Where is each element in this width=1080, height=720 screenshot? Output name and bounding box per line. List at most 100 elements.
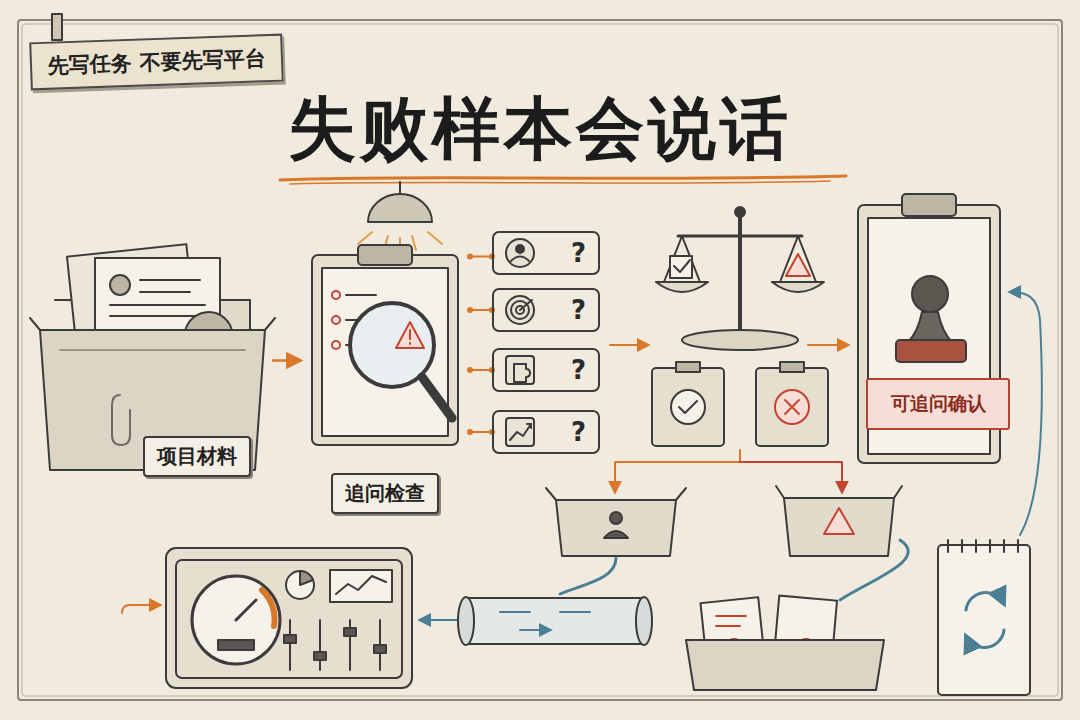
title-underline <box>280 176 846 180</box>
connector-dot <box>467 429 473 435</box>
material-tray <box>60 349 245 351</box>
question-tag: ? <box>492 288 600 332</box>
dashboard <box>374 645 386 653</box>
dashboard <box>286 571 314 599</box>
split-lines <box>615 450 740 492</box>
verdict-clipboards <box>775 390 809 424</box>
confirm-clipboard <box>896 340 966 362</box>
connector-line <box>470 431 492 433</box>
inspection-node: 追问检查 <box>300 238 470 518</box>
tag-icons <box>514 364 530 382</box>
tray-tag: 项目材料 <box>143 436 251 477</box>
tag-icons <box>506 239 534 267</box>
verdict-clipboards <box>756 368 828 446</box>
balance-scale <box>735 207 745 217</box>
balance-scale <box>674 260 690 272</box>
sorting-boxes <box>784 498 894 556</box>
inspection-clipboard <box>422 377 452 418</box>
sorting-boxes <box>546 488 686 500</box>
sorting-boxes <box>610 512 622 524</box>
connector-line <box>470 256 492 258</box>
tag-icons <box>506 296 534 324</box>
pipe-tube <box>458 597 652 645</box>
tag-icons <box>506 239 534 446</box>
tag-icons <box>520 300 532 310</box>
title-underline <box>280 176 846 184</box>
blue-pipes <box>840 540 908 600</box>
tag-icons <box>506 418 534 446</box>
sorting-boxes <box>776 486 902 498</box>
failure-card-tray <box>686 640 884 690</box>
verdict-clipboards <box>652 368 724 446</box>
stamp-card: 可追问确认 <box>866 378 1010 430</box>
title-underline <box>290 181 830 184</box>
dashboard <box>314 652 326 660</box>
inspection-clipboard <box>409 330 411 344</box>
material-tray-node: 项目材料 <box>35 235 273 483</box>
diagram-title: 失败样本会说话 <box>0 84 1080 175</box>
question-mark: ? <box>571 417 586 447</box>
dashboard <box>236 600 256 620</box>
failure-card-tray <box>716 616 746 626</box>
balance-scale <box>678 235 802 238</box>
connector-dot <box>467 254 473 260</box>
connector-dot <box>467 307 473 313</box>
tag-icons <box>527 424 531 428</box>
balance-scale <box>738 212 742 332</box>
sorting-boxes <box>546 486 902 556</box>
confirm-clipboard <box>912 276 948 312</box>
arrows-to-scale <box>610 344 648 346</box>
tag-icons <box>506 356 534 384</box>
review-calendar <box>966 630 1004 648</box>
dashboard <box>284 635 296 643</box>
review-calendar <box>966 592 1004 610</box>
banner-pin <box>52 14 62 40</box>
inspection-clipboard <box>332 316 340 324</box>
lamp <box>358 182 442 252</box>
blue-pipes <box>1010 292 1042 535</box>
verdict-clipboards <box>652 362 828 446</box>
dashboard <box>336 576 386 594</box>
tag-icons <box>516 245 524 253</box>
pipe-tube <box>462 598 648 644</box>
arrows-to-scale <box>808 344 848 346</box>
dashboard <box>262 590 275 626</box>
blue-pipes <box>420 619 460 621</box>
dashboard <box>344 628 356 636</box>
verdict-clipboards <box>785 400 799 414</box>
review-calendar <box>948 540 1018 552</box>
dashboard <box>130 604 160 606</box>
inspection-clipboard <box>346 294 376 296</box>
dashboard <box>122 548 412 688</box>
verdict-clipboards <box>676 362 700 372</box>
dashboard <box>300 571 313 585</box>
inspection-clipboard <box>358 245 412 265</box>
review-calendar <box>938 545 1030 695</box>
banner-note: 先写任务 不要先写平台 <box>29 34 284 91</box>
dashboard <box>330 570 392 602</box>
verdict-clipboards <box>780 362 804 372</box>
sorting-boxes <box>604 531 628 538</box>
dashboard <box>166 548 412 688</box>
balance-scale <box>656 282 708 292</box>
balance-scale <box>670 256 692 278</box>
inspection-plaque: 追问检查 <box>331 473 439 514</box>
stamp-text: 可追问确认 <box>891 391 986 417</box>
connector-dot <box>467 367 473 373</box>
balance-scale <box>682 330 798 350</box>
balance-scale <box>772 282 824 292</box>
material-tray <box>110 275 130 295</box>
connector-line <box>273 359 300 362</box>
failure-card-tray <box>686 596 884 690</box>
question-mark: ? <box>571 355 586 385</box>
connector-line <box>470 309 492 311</box>
confirm-clipboard <box>908 312 952 342</box>
dashboard <box>218 640 254 650</box>
review-calendar <box>938 540 1030 695</box>
material-tray <box>112 395 130 445</box>
inspection-clipboard <box>312 255 458 445</box>
connector-line <box>470 369 492 371</box>
dashboard <box>290 620 380 670</box>
